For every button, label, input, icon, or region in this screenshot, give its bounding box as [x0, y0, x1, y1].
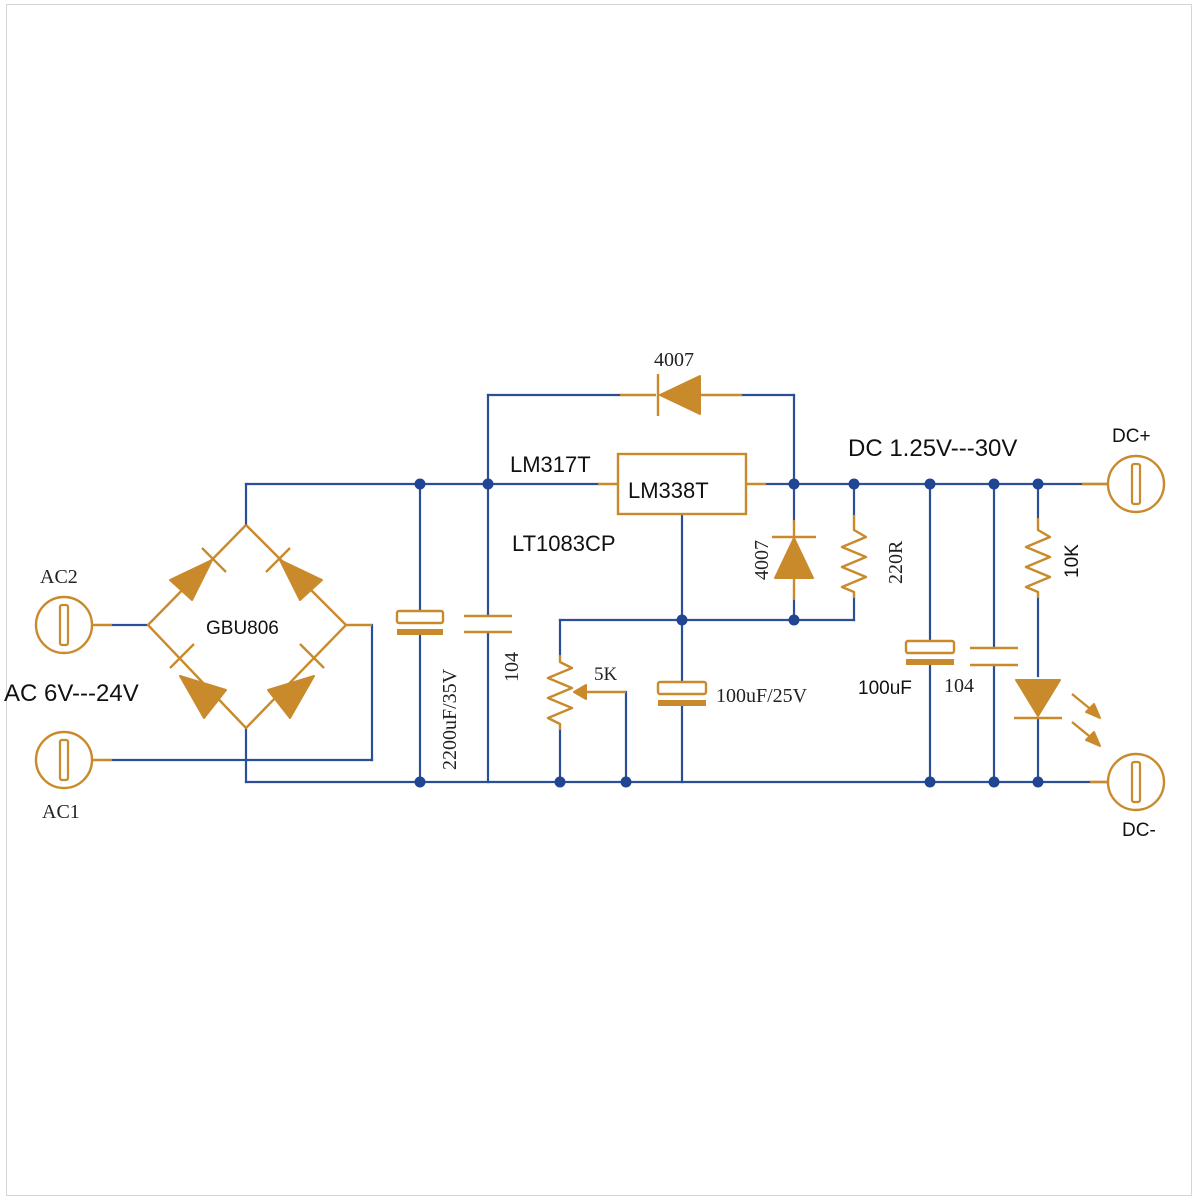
image-border: [6, 4, 1192, 1196]
junction-dot: [924, 776, 936, 788]
capacitor-icon: [970, 646, 1018, 667]
terminal-connector-icon: [34, 595, 112, 655]
label-pot-5k: 5K: [594, 664, 618, 685]
led-icon: [1014, 679, 1101, 747]
resistor-icon: [1024, 518, 1052, 598]
resistor-10k: [1024, 518, 1052, 598]
label-diode-4007-top: 4007: [654, 349, 694, 371]
bridge-rectifier: [146, 524, 372, 730]
junction-dot: [988, 478, 1000, 490]
voltage-regulator: [598, 452, 766, 516]
electrolytic-capacitor-icon: [395, 609, 445, 635]
connector-ac1: [34, 730, 112, 790]
junction-dot: [848, 478, 860, 490]
terminal-connector-icon: [1082, 454, 1166, 514]
diode-icon: [656, 374, 701, 416]
diode-icon: [169, 643, 227, 719]
connector-dc-plus: [1082, 454, 1166, 514]
electrolytic-capacitor-icon: [904, 639, 956, 665]
wires: [110, 393, 1120, 784]
junction-dot: [1032, 776, 1044, 788]
connector-dc-minus: [1090, 752, 1166, 812]
diode-icon: [169, 547, 227, 601]
diode-icon: [267, 643, 325, 719]
label-dc-plus: DC+: [1112, 426, 1151, 447]
potentiometer-icon: [546, 655, 626, 730]
label-dc-range: DC 1.25V---30V: [848, 435, 1017, 462]
junction-dot: [988, 776, 1000, 788]
capacitor-2200uf: [395, 609, 445, 635]
label-res-220r: 220R: [885, 540, 907, 584]
capacitor-icon: [464, 614, 512, 634]
terminal-connector-icon: [1090, 752, 1166, 812]
led-indicator: [1014, 679, 1101, 747]
capacitor-100uf-adj: [656, 680, 708, 706]
junction-dot: [924, 478, 936, 490]
label-ac-range: AC 6V---24V: [4, 680, 139, 707]
junction-dot: [788, 478, 800, 490]
junction-dot: [620, 776, 632, 788]
label-lt1083cp: LT1083CP: [512, 531, 616, 556]
label-res-10k: 10K: [1062, 544, 1083, 578]
diode-icon: [772, 535, 816, 579]
resistor-icon: [840, 515, 868, 598]
diode-4007-vertical: [772, 520, 816, 600]
capacitor-104-input: [464, 614, 512, 634]
label-cap-100uf-output: 100uF: [858, 678, 912, 699]
label-cap-2200uf: 2200uF/35V: [439, 668, 461, 770]
junction-dot: [414, 776, 426, 788]
junction-dot: [554, 776, 566, 788]
potentiometer-5k: [546, 655, 626, 730]
capacitor-100uf-output: [904, 639, 956, 665]
label-lm338t: LM338T: [628, 478, 709, 503]
label-cap-adj: 100uF/25V: [716, 685, 808, 707]
connector-ac2: [34, 595, 112, 655]
electrolytic-capacitor-icon: [656, 680, 708, 706]
terminal-connector-icon: [34, 730, 112, 790]
voltage-regulator-icon: [616, 452, 748, 516]
label-lm317t: LM317T: [510, 452, 591, 477]
resistor-220r: [840, 515, 868, 598]
junction-dots: [414, 478, 1044, 788]
label-cap-104-output: 104: [944, 675, 974, 697]
junction-dot: [788, 614, 800, 626]
label-cap-104-input: 104: [501, 652, 523, 682]
diode-icon: [265, 547, 323, 601]
label-dc-minus: DC-: [1122, 820, 1156, 841]
label-ac2: AC2: [40, 566, 78, 588]
junction-dot: [414, 478, 426, 490]
diode-4007-top: [620, 374, 742, 416]
label-bridge: GBU806: [206, 618, 279, 639]
junction-dot: [676, 614, 688, 626]
junction-dot: [482, 478, 494, 490]
label-diode-4007-vertical: 4007: [751, 540, 773, 580]
label-ac1: AC1: [42, 801, 80, 823]
junction-dot: [1032, 478, 1044, 490]
capacitor-104-output: [970, 646, 1018, 667]
